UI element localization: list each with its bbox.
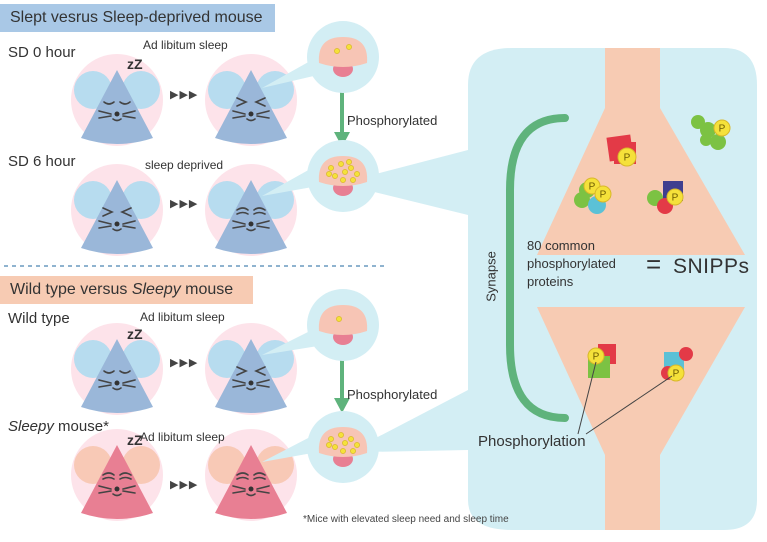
row-label-sleepy-post: mouse* bbox=[53, 418, 109, 435]
p-label-2: P bbox=[719, 124, 726, 135]
equals-sign: = bbox=[646, 249, 662, 279]
arrow-triplet-3: ▶▶▶ bbox=[170, 357, 199, 369]
synapse-bracket bbox=[506, 114, 569, 422]
protein-cluster-1 bbox=[606, 134, 637, 167]
arrow-label-phosphorylated-1: Phosphorylated bbox=[347, 113, 438, 128]
mouse-sd0-left bbox=[71, 54, 163, 146]
mouse-sd0-right bbox=[205, 54, 297, 146]
head-callout-4 bbox=[262, 436, 318, 462]
caption-sleep-deprived: sleep deprived bbox=[145, 158, 224, 172]
caption-ad-libitum-1: Ad libitum sleep bbox=[143, 38, 228, 52]
brain-sleepy bbox=[307, 411, 379, 483]
callout-wedge-bottom bbox=[366, 390, 468, 452]
row-label-sd6: SD 6 hour bbox=[8, 153, 76, 170]
head-callout-2 bbox=[262, 168, 318, 196]
head-callout-1 bbox=[262, 60, 318, 88]
brain-sd0 bbox=[307, 21, 379, 93]
row-label-sleepy-em: Sleepy bbox=[8, 418, 54, 435]
sleep-zz-1: zZ bbox=[127, 56, 143, 72]
arrow-triplet-4: ▶▶▶ bbox=[170, 479, 199, 491]
sleep-zz-3: zZ bbox=[127, 432, 143, 448]
proteins-line-1: 80 common bbox=[527, 238, 595, 253]
row-label-sleepy-mouse: Sleepy mouse* bbox=[8, 418, 109, 435]
arrow-label-phosphorylated-2: Phosphorylated bbox=[347, 387, 438, 402]
brain-group bbox=[262, 21, 379, 483]
mouse-group bbox=[71, 54, 297, 521]
phosphorylation-pointer-2 bbox=[585, 375, 673, 435]
mouse-sd6-right bbox=[205, 164, 297, 256]
p-label-5: P bbox=[672, 193, 679, 204]
p-label-3: P bbox=[589, 182, 596, 193]
caption-ad-libitum-2: Ad libitum sleep bbox=[140, 310, 225, 324]
section2-title: Wild type versus Sleepy mouse bbox=[0, 276, 253, 304]
arrow-triplet-1: ▶▶▶ bbox=[170, 89, 199, 101]
mouse-sleepy-left bbox=[71, 429, 163, 521]
phosphorylation-label: Phosphorylation bbox=[478, 433, 586, 450]
brain-wt bbox=[307, 289, 379, 361]
caption-ad-libitum-3: Ad libitum sleep bbox=[140, 430, 225, 444]
protein-cluster-2 bbox=[691, 115, 731, 150]
phosphorylation-pointer-1 bbox=[577, 361, 597, 435]
mouse-sleepy-right bbox=[205, 429, 297, 521]
arrow-triplet-2: ▶▶▶ bbox=[170, 198, 199, 210]
protein-cluster-4 bbox=[647, 181, 684, 214]
protein-cluster-3 bbox=[574, 177, 612, 214]
brain-sd6 bbox=[307, 140, 379, 212]
protein-cluster-6 bbox=[661, 347, 693, 382]
sleep-zz-2: zZ bbox=[127, 326, 143, 342]
footnote: *Mice with elevated sleep need and sleep… bbox=[303, 514, 509, 525]
proteins-line-3: proteins bbox=[527, 274, 574, 289]
synapse-label: Synapse bbox=[483, 251, 499, 302]
section1-title: Slept vesrus Sleep-deprived mouse bbox=[0, 4, 275, 32]
mouse-wt-left bbox=[71, 323, 163, 415]
mouse-sd6-left bbox=[71, 164, 163, 256]
row-label-wild-type: Wild type bbox=[8, 310, 70, 327]
section2-title-pre: Wild type versus bbox=[10, 281, 132, 298]
p-label-7: P bbox=[673, 369, 680, 380]
p-label-1: P bbox=[624, 153, 631, 164]
p-label-4: P bbox=[600, 190, 607, 201]
proteins-line-2: phosphorylated bbox=[527, 256, 616, 271]
mouse-wt-right bbox=[205, 323, 297, 415]
section2-title-post: mouse bbox=[180, 281, 234, 298]
row-label-sd0: SD 0 hour bbox=[8, 44, 76, 61]
callout-wedge-top bbox=[366, 150, 468, 215]
section2-title-em: Sleepy bbox=[131, 281, 181, 298]
snipps-label: SNIPPs bbox=[673, 255, 750, 278]
head-callout-3 bbox=[262, 330, 318, 355]
p-label-6: P bbox=[593, 352, 600, 363]
